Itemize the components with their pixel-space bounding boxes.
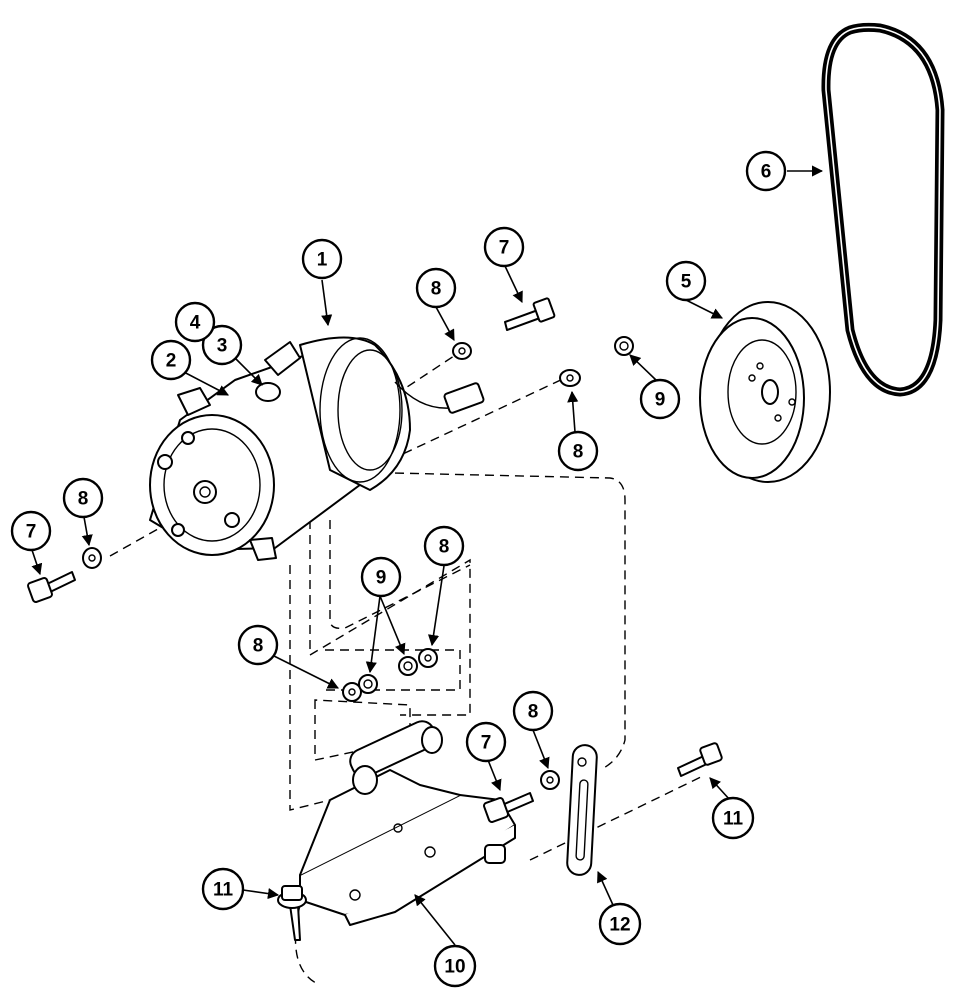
assembly-guide-lines (109, 351, 706, 986)
callout-7-bottom: 7 (465, 721, 507, 763)
svg-text:12: 12 (609, 915, 630, 936)
svg-text:9: 9 (376, 568, 387, 589)
svg-text:8: 8 (528, 702, 539, 723)
callout-7-top: 7 (483, 226, 525, 268)
pulley (699, 301, 831, 483)
callout-6: 6 (745, 150, 787, 192)
svg-text:6: 6 (761, 162, 772, 183)
callout-8-bottom: 8 (512, 690, 554, 732)
callout-8-mid-right: 8 (423, 525, 465, 567)
callout-11-right: 11 (711, 796, 755, 840)
svg-text:7: 7 (26, 522, 37, 543)
callout-8-mid-left: 8 (237, 624, 279, 666)
svg-text:4: 4 (190, 313, 201, 334)
svg-text:11: 11 (213, 880, 234, 901)
svg-text:8: 8 (573, 442, 584, 463)
svg-text:1: 1 (317, 250, 328, 271)
svg-text:8: 8 (253, 636, 264, 657)
svg-text:8: 8 (78, 489, 89, 510)
hardware (27, 297, 723, 941)
drive-belt (821, 22, 945, 397)
svg-text:10: 10 (444, 957, 465, 978)
callout-12: 12 (598, 902, 642, 946)
leader-lines (31, 165, 824, 946)
compressor (149, 336, 485, 561)
svg-text:8: 8 (431, 279, 442, 300)
svg-text:7: 7 (481, 733, 492, 754)
callouts: 1 2 3 4 5 6 7 7 7 8 8 8 8 8 8 9 9 10 11 … (10, 150, 787, 988)
callout-10: 10 (433, 944, 477, 988)
callout-9-right: 9 (639, 378, 681, 420)
svg-text:11: 11 (723, 809, 744, 830)
callout-5: 5 (665, 260, 707, 302)
callout-4: 4 (174, 301, 216, 343)
callout-8-top: 8 (415, 267, 457, 309)
callout-9-mid: 9 (360, 556, 402, 598)
callout-7-left: 7 (10, 510, 52, 552)
adjusting-strap (566, 744, 598, 876)
callout-1: 1 (301, 238, 343, 280)
svg-text:2: 2 (166, 351, 177, 372)
callout-8-left: 8 (62, 477, 104, 519)
callout-2: 2 (150, 339, 192, 381)
svg-text:5: 5 (681, 272, 692, 293)
callout-3: 3 (201, 324, 243, 366)
mounting-bracket (299, 720, 516, 926)
svg-text:3: 3 (217, 336, 228, 357)
callout-8-right: 8 (557, 430, 599, 472)
svg-text:8: 8 (439, 537, 450, 558)
svg-text:7: 7 (499, 238, 510, 259)
callout-11-left: 11 (201, 867, 245, 911)
svg-text:9: 9 (655, 390, 666, 411)
